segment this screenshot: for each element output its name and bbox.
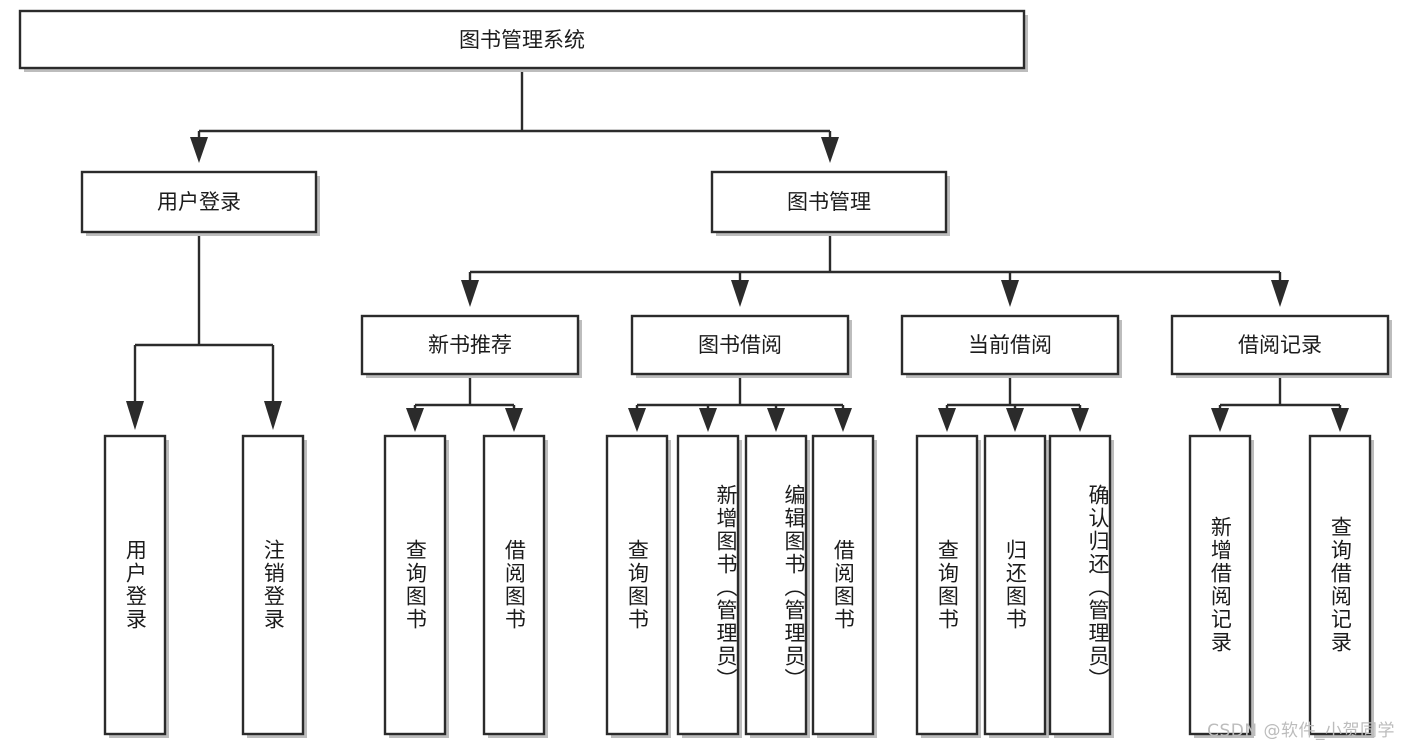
arrow-head-leaf-return-book xyxy=(1006,408,1024,432)
arrow-head-leaf-borrow-book-rec xyxy=(505,408,523,432)
leaf-user-login-box[interactable] xyxy=(103,434,167,736)
node-boxes: 图书管理系统 用户登录 图书管理 新书推荐 图书借阅 当前借阅 借阅记录 xyxy=(18,9,1392,738)
arrow-head-leaf-query-record xyxy=(1331,408,1349,432)
connector-group-new-book-rec xyxy=(406,374,523,432)
arrow-head-leaf-add-book xyxy=(699,408,717,432)
arrow-head-leaf-query-book-rec xyxy=(406,408,424,432)
book-manage-node-label: 图书管理 xyxy=(787,190,871,214)
arrow-head-leaf-logout xyxy=(264,401,282,430)
new-book-rec-node-box[interactable] xyxy=(360,314,580,376)
root-node-label: 图书管理系统 xyxy=(459,28,585,52)
arrow-head-leaf-query-book-borrow xyxy=(628,408,646,432)
arrow-head-leaf-confirm-return xyxy=(1071,408,1089,432)
current-borrow-node-label: 当前借阅 xyxy=(968,333,1052,357)
leaf-borrow-book-box[interactable] xyxy=(811,434,875,736)
arrow-head-leaf-user-login xyxy=(126,401,144,430)
connector-group-current-borrow xyxy=(938,374,1089,432)
leaf-add-record-box[interactable] xyxy=(1188,434,1252,736)
arrow-head-borrow-records xyxy=(1271,280,1289,307)
borrow-records-node-label: 借阅记录 xyxy=(1238,333,1322,357)
leaf-confirm-return-box[interactable] xyxy=(1048,434,1112,736)
leaf-edit-book-box[interactable] xyxy=(744,434,808,736)
leaf-query-record-box[interactable] xyxy=(1308,434,1372,736)
leaf-return-book-box[interactable] xyxy=(983,434,1047,736)
connector-group-book-borrow xyxy=(628,374,852,432)
new-book-rec-node-label: 新书推荐 xyxy=(428,333,512,357)
leaf-query-book-rec-box[interactable] xyxy=(383,434,447,736)
arrow-head-book-manage xyxy=(821,137,839,163)
leaf-query-book-current-box[interactable] xyxy=(915,434,979,736)
arrow-head-book-borrow xyxy=(731,280,749,307)
user-login-node-box[interactable] xyxy=(80,170,318,234)
arrow-head-leaf-query-book-current xyxy=(938,408,956,432)
arrow-head-leaf-edit-book xyxy=(767,408,785,432)
leaf-add-book-box[interactable] xyxy=(676,434,740,736)
book-borrow-node-label: 图书借阅 xyxy=(698,333,782,357)
connector-group-borrow-records xyxy=(1211,374,1349,432)
book-manage-node-box[interactable] xyxy=(710,170,948,234)
root-node-box[interactable] xyxy=(18,9,1026,70)
user-login-node-label: 用户登录 xyxy=(157,190,241,214)
connector-group-root xyxy=(190,68,839,163)
current-borrow-node-box[interactable] xyxy=(900,314,1120,376)
book-borrow-node-box[interactable] xyxy=(630,314,850,376)
arrow-head-user-login xyxy=(190,137,208,163)
arrow-head-leaf-borrow-book xyxy=(834,408,852,432)
arrow-head-new-book-rec xyxy=(461,280,479,307)
arrow-head-leaf-add-record xyxy=(1211,408,1229,432)
connector-group-user-login xyxy=(126,232,282,430)
borrow-records-node-box[interactable] xyxy=(1170,314,1390,376)
leaf-borrow-book-rec-box[interactable] xyxy=(482,434,546,736)
arrow-head-current-borrow xyxy=(1001,280,1019,307)
leaf-query-book-borrow-box[interactable] xyxy=(605,434,669,736)
csdn-watermark: CSDN @软件_小贺同学 xyxy=(1207,721,1395,741)
connector-group-book-manage xyxy=(461,232,1289,307)
leaf-logout-box[interactable] xyxy=(241,434,305,736)
